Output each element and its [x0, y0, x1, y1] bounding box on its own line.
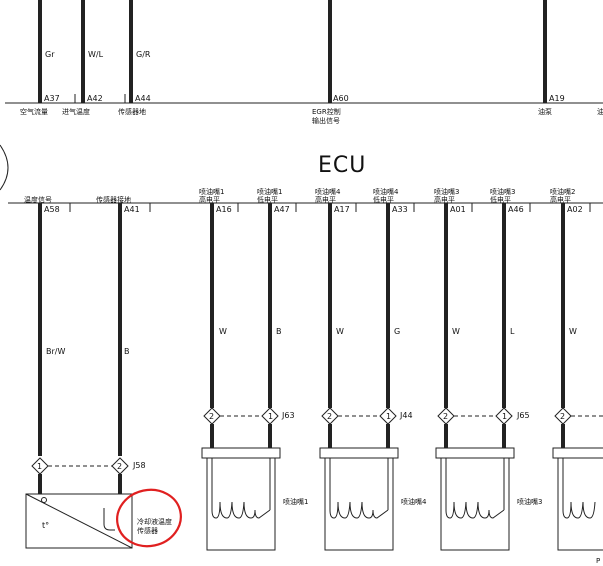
inj-pin-label-4b: 低电平	[373, 195, 394, 204]
label-temp-signal: 温度信号	[24, 195, 52, 204]
inj4-pin-right: 1	[386, 412, 391, 421]
inj-pin-label-5b: 高电平	[434, 195, 455, 204]
pin-a46: A46	[508, 205, 524, 214]
label-fuel-pump: 油泵	[538, 107, 552, 116]
ecu-pin-numbers: A58 A41 A16 A47 A17 A33 A01 A46 A02	[44, 205, 583, 214]
label-cut-off: 油	[597, 107, 603, 116]
wire-color-a42: W/L	[88, 50, 104, 59]
top-function-labels: 空气流量 进气温度 传感器地 EGR控制 输出信号 油泵 油	[20, 107, 603, 125]
pin-a02: A02	[567, 205, 583, 214]
cut-off-letter: P	[596, 557, 600, 565]
inj-pin-label-1a: 喷油嘴1	[199, 187, 224, 196]
pin-a16: A16	[216, 205, 232, 214]
inj4-pin-left: 2	[327, 412, 332, 421]
inj-pin-label-3b: 高电平	[315, 195, 336, 204]
highlight-circle	[116, 488, 182, 548]
wire-color-a02: W	[569, 327, 577, 336]
wire-color-a17: W	[336, 327, 344, 336]
junction-j58: J58	[132, 461, 146, 470]
wire-color-a47: B	[276, 327, 282, 336]
wire-color-a37: Gr	[45, 50, 55, 59]
label-egr-control: EGR控制	[312, 107, 341, 116]
wire-color-a16: W	[219, 327, 227, 336]
injector-connectors: 2 1 J63 2 1 J44 2 1 J65 2	[203, 407, 603, 448]
label-egr-output: 输出信号	[312, 116, 340, 125]
pin-a58: A58	[44, 205, 60, 214]
wire-color-a01: W	[452, 327, 460, 336]
inj-pin-label-5a: 喷油嘴3	[434, 187, 459, 196]
wire-color-a44: G/R	[136, 50, 151, 59]
pin-a47: A47	[274, 205, 290, 214]
pin-a44: A44	[135, 94, 151, 103]
ecu-title: ECU	[318, 153, 366, 178]
lower-wires	[38, 203, 565, 456]
injector-3-label: 喷油嘴3	[517, 497, 542, 506]
wire-color-a41: B	[124, 347, 130, 356]
pin-a19: A19	[549, 94, 565, 103]
pin-a37: A37	[44, 94, 60, 103]
top-wire-colors: Gr W/L G/R	[45, 50, 151, 59]
inj-pin-label-6a: 喷油嘴3	[490, 187, 515, 196]
pin-a41: A41	[124, 205, 140, 214]
inj-pin-label-6b: 低电平	[490, 195, 511, 204]
pin-a17: A17	[334, 205, 350, 214]
inj1-pin-left: 2	[209, 412, 214, 421]
inj-pin-label-2a: 喷油嘴1	[257, 187, 282, 196]
sensor-pin-right: 2	[117, 462, 122, 471]
label-sensor-ground-bottom: 传感器接地	[96, 195, 131, 204]
ecu-pin-headers: 温度信号 传感器接地 喷油嘴1 高电平 喷油嘴1 低电平 喷油嘴4 高电平 喷油…	[24, 187, 575, 204]
inj-pin-label-3a: 喷油嘴4	[315, 187, 341, 196]
pin-a33: A33	[392, 205, 408, 214]
pin-a60: A60	[333, 94, 349, 103]
inj-pin-label-7b: 高电平	[550, 195, 571, 204]
wire-color-a46: L	[510, 327, 515, 336]
junction-j63: J63	[281, 411, 295, 420]
top-wires	[5, 0, 603, 104]
thermistor-symbol: t°	[42, 521, 49, 530]
injector-4-label: 喷油嘴4	[401, 497, 427, 506]
pin-a01: A01	[450, 205, 466, 214]
inj3-pin-right: 1	[502, 412, 507, 421]
inj-pin-label-2b: 低电平	[257, 195, 278, 204]
label-sensor-ground: 传感器地	[118, 107, 146, 116]
inj3-pin-left: 2	[443, 412, 448, 421]
inj-pin-label-1b: 高电平	[199, 195, 220, 204]
wire-color-a58: Br/W	[46, 347, 65, 356]
coolant-sensor-label: 冷却液温度	[137, 517, 172, 526]
inj2-pin-left: 2	[560, 412, 565, 421]
sensor-pin-left: 1	[37, 462, 42, 471]
pin-a42: A42	[87, 94, 103, 103]
top-pin-labels: A37 A42 A44 A60 A19	[44, 94, 565, 103]
junction-j44: J44	[399, 411, 413, 420]
injector-1-label: 喷油嘴1	[283, 497, 308, 506]
junction-j65: J65	[516, 411, 530, 420]
wire-color-a33: G	[394, 327, 400, 336]
injector-bodies: 喷油嘴1 喷油嘴4 喷油嘴3	[201, 447, 603, 551]
label-intake-temp: 进气温度	[62, 107, 90, 116]
coolant-sensor-label-2: 传感器	[137, 526, 158, 535]
lower-wire-colors: Br/W B W B W G W L W	[46, 327, 577, 356]
inj-pin-label-4a: 喷油嘴4	[373, 187, 399, 196]
inj-pin-label-7a: 喷油嘴2	[550, 187, 575, 196]
inj1-pin-right: 1	[268, 412, 273, 421]
label-air-flow: 空气流量	[20, 107, 48, 116]
coolant-sensor: 1 2 J58 t° 冷却液温度 传感器	[25, 457, 172, 549]
